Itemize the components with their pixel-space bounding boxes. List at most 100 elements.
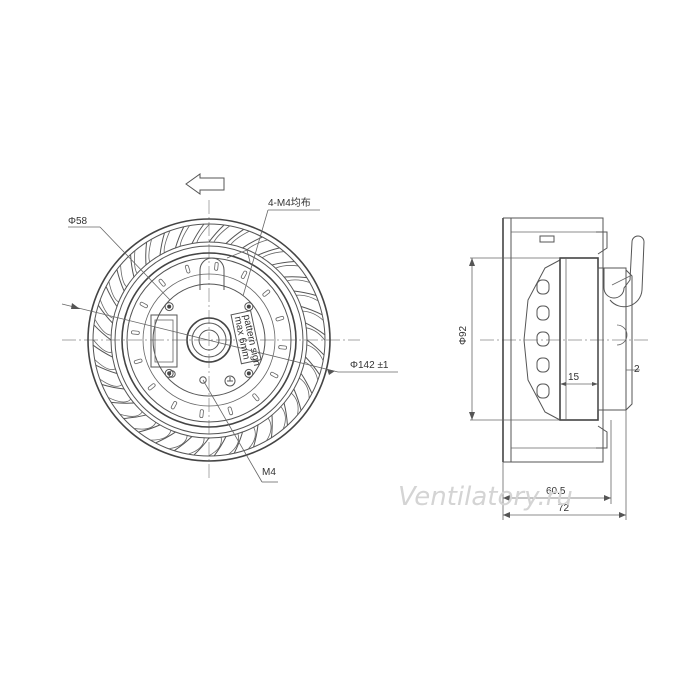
impeller-blade-edge [246, 239, 268, 250]
impeller-blade-edge [99, 299, 114, 319]
dim-outer-diameter: Φ142 ±1 [350, 360, 389, 371]
rotor-slot [252, 393, 260, 402]
stator-edge [625, 269, 633, 411]
impeller-blade-edge [266, 417, 272, 441]
hub-circle [152, 283, 266, 397]
impeller-blade-edge [291, 392, 299, 416]
phi92-arrow-top [469, 258, 475, 266]
impeller-blade-edge [306, 327, 326, 341]
rotor-slot [278, 345, 288, 350]
impeller-blade [270, 415, 273, 438]
impeller-inner-ring-2 [114, 245, 304, 435]
phi58-leader [99, 226, 171, 301]
impeller-blade [283, 402, 288, 426]
impeller-blade [105, 286, 118, 307]
wire-slot [199, 257, 225, 290]
impeller-blade [305, 322, 326, 336]
mount-hole-center [246, 371, 251, 376]
cable-outlet-line [611, 275, 631, 286]
impeller-blade-edge [179, 225, 190, 247]
dim-offset: 15 [568, 372, 580, 383]
dim72-arrow-left [503, 512, 510, 518]
impeller-body [503, 217, 604, 463]
motor-rib [536, 357, 550, 373]
motor-rib [536, 279, 550, 295]
impeller-blade [293, 388, 302, 411]
rotor-slots [130, 261, 288, 419]
dim-gap: 2 [634, 364, 640, 375]
impeller-blade-edge [296, 294, 319, 302]
rotor-slot [139, 301, 148, 309]
impeller-blade-edge [163, 230, 171, 253]
left-arrow-icon [185, 173, 225, 195]
thread-hole [168, 370, 176, 378]
impeller-blade [97, 304, 113, 324]
rotor-slot [158, 278, 166, 287]
impeller-blade [225, 228, 245, 244]
mount-pitch-circle [142, 273, 276, 407]
dim-depth-inner: 60.5 [546, 486, 566, 497]
dim-depth-total: 72 [558, 503, 570, 514]
shaft-boss-inner [191, 322, 227, 358]
side-view: Φ92 15 2 60.5 72 [458, 217, 650, 520]
impeller-blade-edge [302, 310, 324, 321]
impeller-blade [208, 224, 225, 243]
rating-label: pattern sign max 6mm [230, 310, 262, 367]
mount-holes [164, 302, 254, 384]
impeller-blade [138, 424, 161, 433]
impeller-blade-edge [120, 264, 127, 288]
impeller-blade-edge [108, 281, 119, 303]
impeller-blade-edge [94, 359, 116, 371]
wire-guide [226, 249, 251, 263]
impeller-blade [293, 290, 317, 296]
impeller-blade [284, 276, 307, 279]
impeller-blade [305, 356, 321, 376]
phi142-dim-line [61, 303, 339, 373]
impeller-blade-edge [148, 239, 152, 263]
cable-outlet [603, 235, 645, 308]
rotor-slot [262, 289, 271, 297]
shaft-boss-outer [186, 317, 232, 363]
impeller-blade [191, 223, 205, 244]
impeller-blade-edge [306, 344, 324, 361]
motor-rib [536, 305, 550, 321]
impeller-blade-edge [168, 435, 188, 450]
rotor-slot [240, 270, 248, 279]
dim15-arrow-right [592, 382, 598, 386]
dim72-arrow-right [619, 512, 626, 518]
shaft-center [198, 329, 220, 351]
dim-center-thread: M4 [262, 467, 276, 478]
rotor-outer-edge [121, 252, 297, 428]
dim-height: Φ92 [458, 325, 469, 345]
impeller-outer-ring [87, 218, 331, 462]
impeller-blade [155, 431, 176, 444]
impeller-inner-ring [110, 241, 308, 439]
impeller-blade-edge [213, 225, 231, 243]
rotor-slot [227, 406, 234, 416]
dim605-arrow-left [503, 495, 510, 501]
impeller-blade-edge [92, 339, 112, 353]
m4-leader [242, 209, 269, 297]
impeller-blade [111, 401, 134, 404]
impeller-blade-edge [133, 422, 157, 430]
label-pad-left-inner [154, 319, 174, 363]
m4-center-leader [202, 379, 263, 483]
impeller-blade [95, 364, 118, 374]
stator-plate [597, 267, 627, 411]
ground-icon [224, 375, 236, 387]
impeller-blade [145, 242, 148, 265]
impeller-blade-edge [99, 378, 123, 387]
dim-mount-holes: 4-M4均布 [268, 197, 311, 209]
impeller-blades [92, 223, 326, 457]
rating-label-box [230, 310, 262, 365]
phi142-arrow-right [327, 369, 335, 375]
rotor-slot [275, 315, 285, 322]
impeller-blade [173, 436, 193, 452]
rotor-slot [147, 383, 156, 391]
impeller-blade-edge [108, 397, 132, 403]
watermark: Ventilatory.ru [398, 482, 573, 512]
impeller-blade [193, 437, 210, 456]
impeller-blade [130, 254, 135, 278]
mount-hole-center [167, 304, 172, 309]
